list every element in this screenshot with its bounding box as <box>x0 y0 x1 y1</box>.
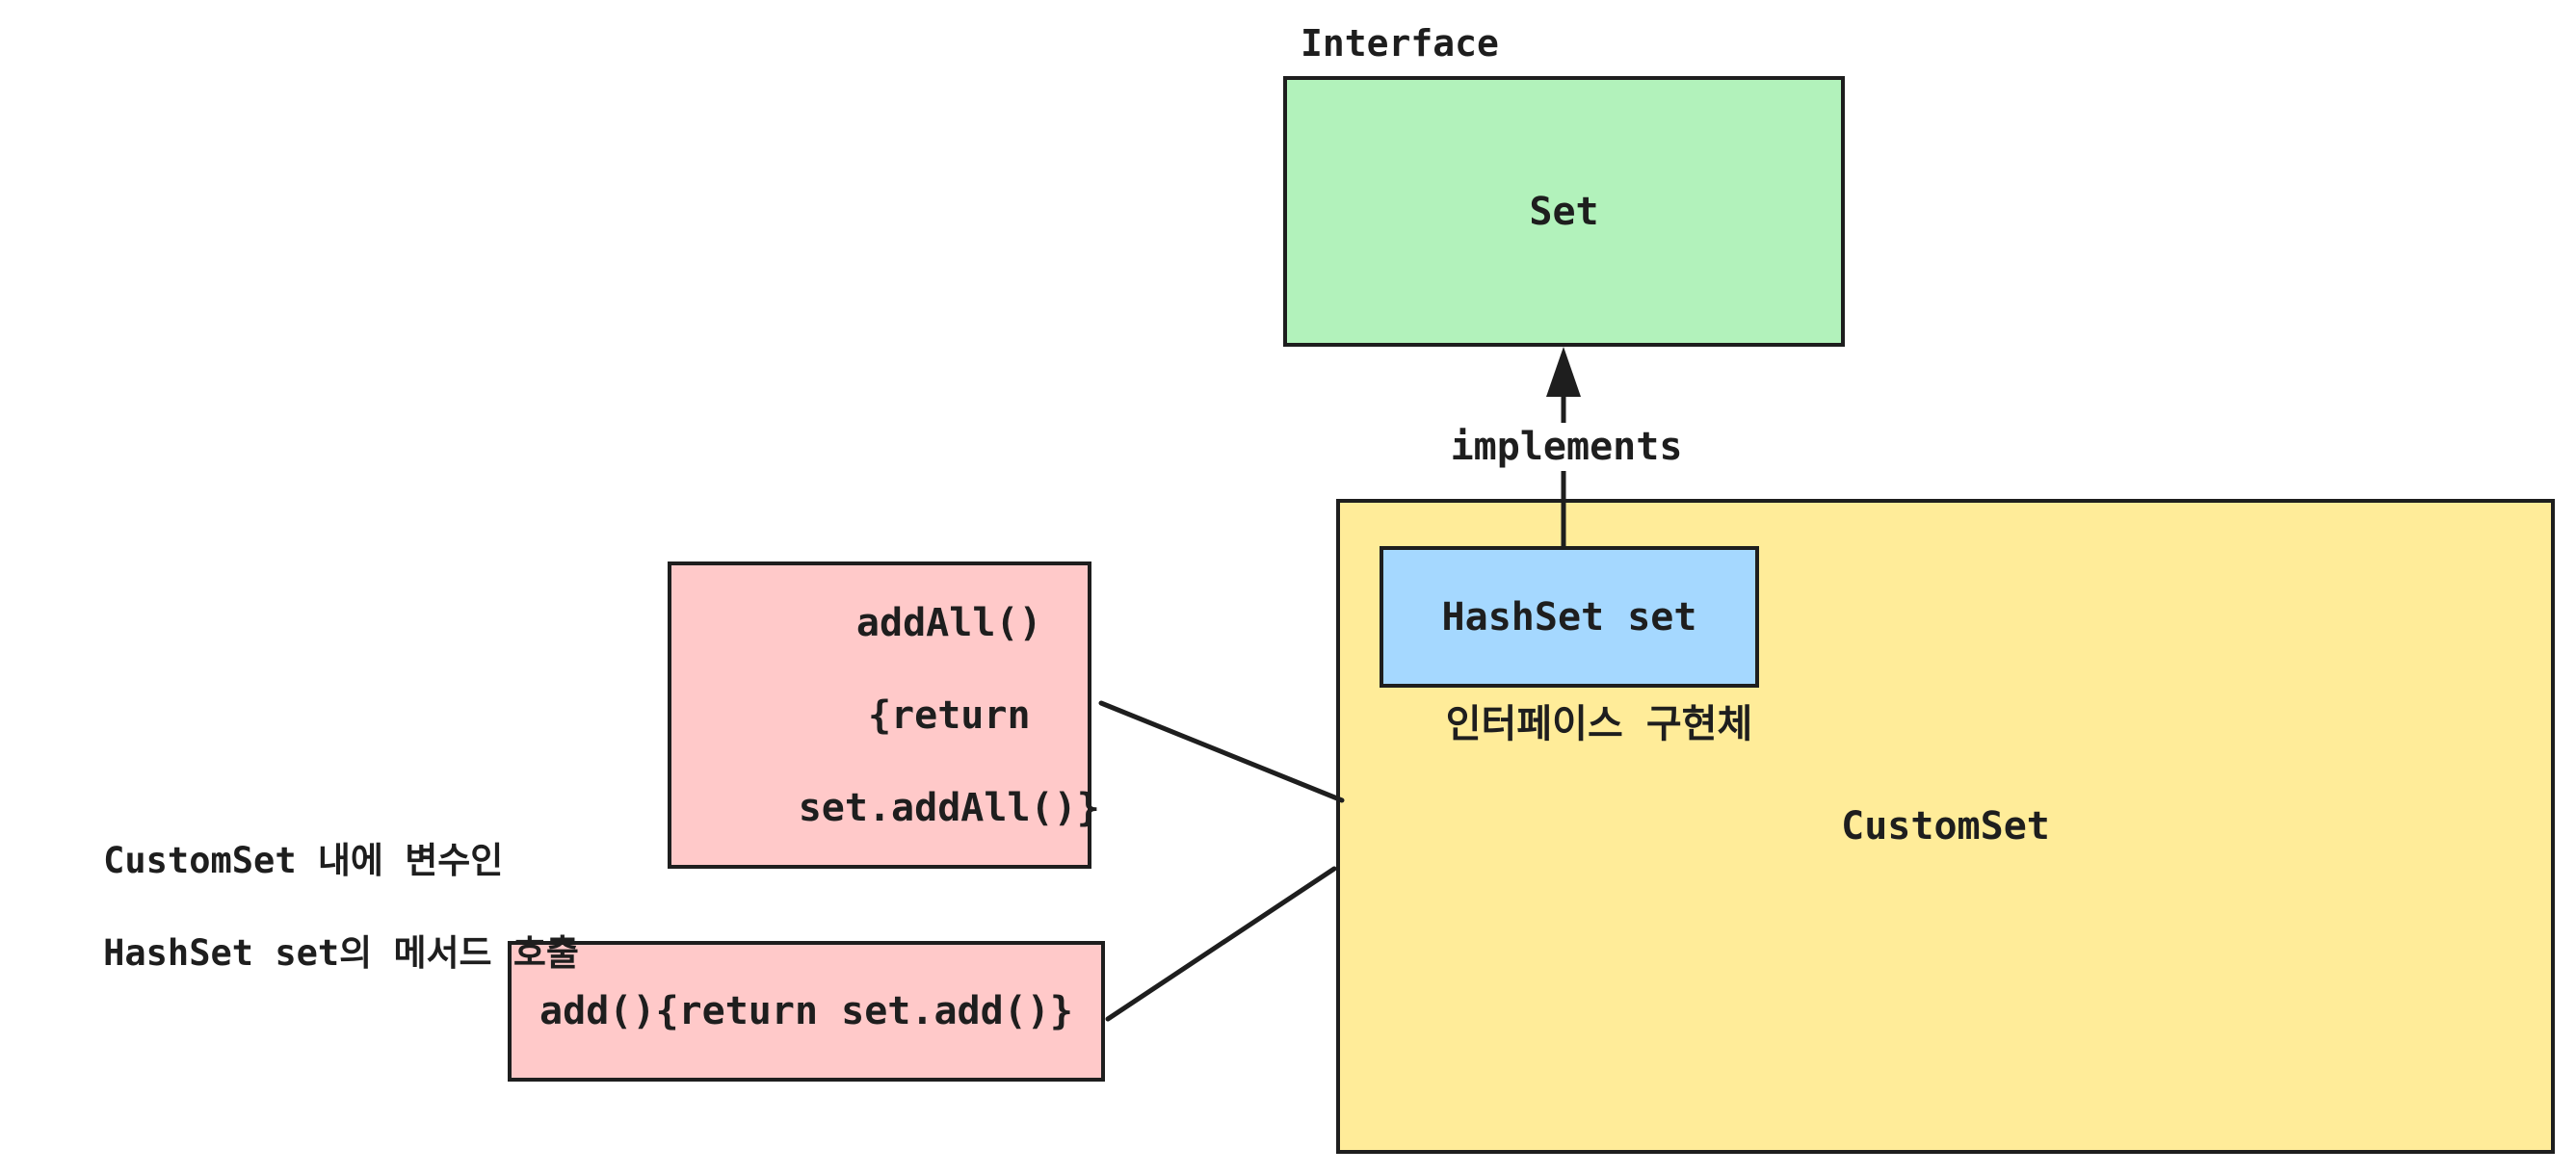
hashset-member-box: HashSet set <box>1380 546 1759 688</box>
side-note: CustomSet 내에 변수인 HashSet set의 메서드 호출 <box>17 792 579 1023</box>
addall-line-2: {return <box>867 692 1031 738</box>
side-note-line-2: HashSet set의 메서드 호출 <box>103 932 579 974</box>
interface-annotation: Interface <box>1301 22 1499 65</box>
implements-arrowhead <box>1546 347 1581 397</box>
hashset-caption: 인터페이스 구현체 <box>1445 702 1753 746</box>
add-method-label: add(){return set.add()} <box>539 989 1073 1033</box>
customset-class-label: CustomSet <box>1841 804 2050 849</box>
hashset-member-label: HashSet set <box>1441 594 1697 640</box>
addall-line-1: addAll() <box>855 600 1042 645</box>
addall-connector-line <box>1098 700 1345 803</box>
side-note-line-1: CustomSet 내에 변수인 <box>103 840 504 881</box>
add-connector-line <box>1105 866 1337 1022</box>
implements-relationship-label: implements <box>1440 423 1693 471</box>
set-interface-label: Set <box>1529 189 1599 234</box>
set-interface-box: Set <box>1283 76 1845 347</box>
add-method-box: add(){return set.add()} <box>508 941 1105 1082</box>
addall-line-3: set.addAll()} <box>798 785 1100 830</box>
addall-method-box: addAll() {return set.addAll()} <box>668 561 1100 869</box>
addall-method-label: addAll() {return set.addAll()} <box>659 554 1100 877</box>
